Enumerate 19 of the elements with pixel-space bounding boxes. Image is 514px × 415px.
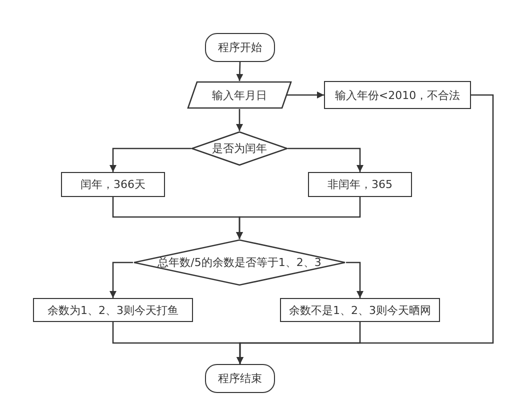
arrow [236,94,494,364]
arrow [236,197,361,239]
process-box: 输入年份<2010，不合法 [324,81,471,109]
terminal-box: 程序结束 [205,364,275,393]
arrow [346,262,364,298]
process-box: 余数为1、2、3则今天打鱼 [33,298,193,322]
arrow [110,148,191,172]
terminal-box: 程序开始 [205,33,275,62]
process-box: 闰年，366天 [61,172,165,197]
input-parallelogram: 输入年月日 [187,81,292,109]
process-box: 非闰年，365 [308,172,412,197]
decision-diamond: 是否为闰年 [191,131,288,166]
arrow [236,62,244,82]
process-box: 余数不是1、2、3则今天晒网 [280,298,440,322]
arrow [236,109,243,131]
arrow [110,262,133,298]
arrow [286,92,324,98]
decision-diamond: 总年数/5的余数是否等于1、2、3 [133,239,346,286]
arrow [288,148,364,172]
